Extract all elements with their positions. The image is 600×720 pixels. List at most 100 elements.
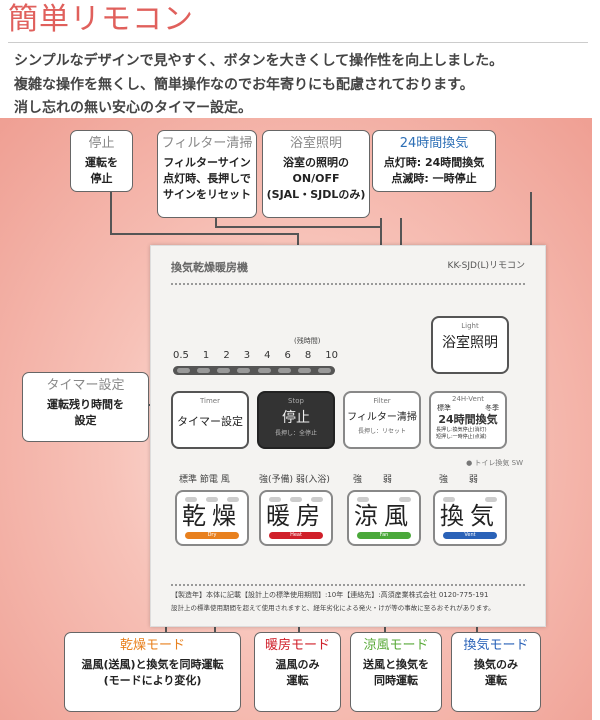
dotted-divider (171, 283, 525, 285)
callout-timer: タイマー設定 運転残り時間を 設定 (22, 372, 149, 442)
callout-text: 運転 (286, 674, 309, 687)
callout-filter: フィルター清掃 フィルターサイン 点灯時、長押しで サインをリセット (157, 130, 257, 218)
intro-line: 複雑な操作を無くし、簡単操作なのでお年寄りにも配慮されております。 (14, 77, 474, 93)
mode-leds (443, 497, 497, 502)
callout-text: 運転 (485, 674, 507, 687)
callout-text: フィルターサイン (163, 156, 251, 169)
light-label: 浴室照明 (442, 335, 498, 351)
title-divider (8, 42, 588, 43)
intro-line: 消し忘れの無い安心のタイマー設定。 (14, 100, 252, 116)
callout-title: 暖房モード (264, 638, 330, 653)
callout-light: 浴室照明 浴室の照明の ON/OFF (SJAL・SJDLのみ) (262, 130, 370, 218)
callout-vent24: 24時間換気 点灯時: 24時間換気 点滅時: 一時停止 (372, 130, 496, 192)
callout-text: 点灯時、長押しで (163, 172, 251, 185)
timer-led (298, 368, 312, 373)
stop-label: 停止 (282, 410, 310, 426)
vent24-note: 長押し:換気停止(消灯) (436, 427, 487, 433)
vent24-sub-label: 24H-Vent (451, 395, 485, 403)
timer-led (196, 368, 210, 373)
callout-stop: 停止 運転を 停止 (70, 130, 133, 192)
mode-label: 暖房 (266, 502, 326, 530)
filter-label: フィルター清掃 (347, 412, 417, 423)
callout-text: 点滅時: 一時停止 (391, 172, 477, 185)
callout-text: 浴室の照明の (283, 156, 349, 169)
device-name: 換気乾燥暖房機 (171, 261, 248, 274)
timer-led (176, 368, 190, 373)
timer-label: タイマー設定 (177, 415, 243, 428)
callout-text: 換気のみ (474, 658, 518, 671)
page-title: 簡単リモコン (8, 2, 194, 37)
callout-title: 停止 (88, 136, 115, 151)
filter-sub-label: Filter (373, 397, 391, 405)
timer-tick: 3 (243, 350, 251, 361)
mode-color-bar: Heat (269, 532, 323, 539)
callout-dry-mode: 乾燥モード 温風(送風)と換気を同時運転 (モードにより変化) (64, 632, 241, 712)
mode-leds (269, 497, 323, 502)
timer-button[interactable]: Timer タイマー設定 (171, 391, 249, 449)
remaining-label: (残時間) (294, 337, 321, 345)
mode-button-heat[interactable]: 暖房 Heat (259, 490, 333, 546)
stop-sub-label: Stop (288, 397, 304, 405)
callout-title: フィルター清掃 (161, 136, 253, 151)
timer-tick: 10 (325, 350, 338, 361)
mode-button-fan[interactable]: 涼風 Fan (347, 490, 421, 546)
mode-leds (185, 497, 239, 502)
footer-line: 【製造年】本体に記載【設計上の標準使用期間】:10年【連絡先】:高須産業株式会社… (171, 591, 489, 599)
callout-title: 乾燥モード (119, 638, 185, 653)
mode-button-vent[interactable]: 換気 Vent (433, 490, 507, 546)
callout-title: 浴室照明 (289, 136, 342, 151)
footer-line: 設計上の標準使用期間を超えて使用されますと、経年劣化による発火・けが等の事故に至… (171, 604, 495, 612)
vent24-note: 短押し:一時停止(点滅) (436, 434, 487, 440)
callout-vent-mode: 換気モード 換気のみ 運転 (451, 632, 541, 712)
timer-tick: 6 (284, 350, 291, 361)
model-name: KK-SJD(L)リモコン (447, 261, 525, 271)
mode-leds (357, 497, 411, 502)
stop-button[interactable]: Stop 停止 長押し：全停止 (257, 391, 335, 449)
light-sub-label: Light (461, 322, 479, 330)
callout-text: 温風のみ (275, 658, 320, 671)
dotted-divider (171, 584, 525, 586)
vent24-label: 24時間換気 (438, 413, 498, 426)
callout-text: 送風と換気を (363, 658, 429, 671)
mode-color-bar: Fan (357, 532, 411, 539)
callout-title: 24時間換気 (399, 136, 469, 151)
mode-label: 乾燥 (182, 502, 242, 530)
connector-line (215, 218, 217, 226)
timer-tick: 8 (304, 350, 312, 361)
mode-label: 強 弱 (439, 475, 478, 485)
filter-button[interactable]: Filter フィルター清掃 長押し：リセット (343, 391, 421, 449)
callout-text: 停止 (90, 172, 113, 185)
connector-line (110, 233, 298, 235)
mode-color-bar: Dry (185, 532, 239, 539)
mode-button-dry[interactable]: 乾燥 Dry (175, 490, 249, 546)
callout-text: (SJAL・SJDLのみ) (266, 188, 366, 201)
mode-label: 標準 節電 風 (179, 475, 230, 485)
callout-cool-mode: 涼風モード 送風と換気を 同時運転 (350, 632, 442, 712)
callout-text: 運転残り時間を (47, 398, 124, 411)
mode-label: 強(予備) 弱(入浴) (259, 475, 330, 485)
toilet-switch-label: ● トイレ換気 SW (466, 459, 523, 467)
light-button[interactable]: Light 浴室照明 (431, 316, 509, 374)
callout-title: 換気モード (463, 638, 529, 653)
intro-line: シンプルなデザインで見やすく、ボタンを大きくして操作性を向上しました。 (14, 53, 504, 69)
timer-led (257, 368, 271, 373)
timer-tick: 2 (223, 350, 230, 361)
mode-label: 涼風 (354, 502, 414, 530)
mode-color-bar: Vent (443, 532, 497, 539)
callout-text: 点灯時: 24時間換気 (383, 156, 485, 169)
remote-control-panel: 換気乾燥暖房機 KK-SJD(L)リモコン Light 浴室照明 (残時間) 0… (150, 245, 546, 627)
timer-tick: 4 (264, 350, 271, 361)
vent24-winter: 冬季 (485, 404, 499, 412)
callout-text: 運転を (85, 156, 118, 169)
timer-led-bar (173, 366, 335, 375)
connector-line (215, 226, 380, 228)
callout-title: 涼風モード (363, 638, 429, 653)
vent24-standard: 標準 (437, 404, 451, 412)
timer-led (237, 368, 251, 373)
filter-note: 長押し：リセット (357, 428, 406, 435)
vent24-button[interactable]: 24H-Vent 標準 冬季 24時間換気 長押し:換気停止(消灯) 短押し:一時… (429, 391, 507, 449)
timer-led (217, 368, 231, 373)
mode-label: 換気 (440, 502, 500, 530)
callout-title: タイマー設定 (46, 378, 125, 393)
